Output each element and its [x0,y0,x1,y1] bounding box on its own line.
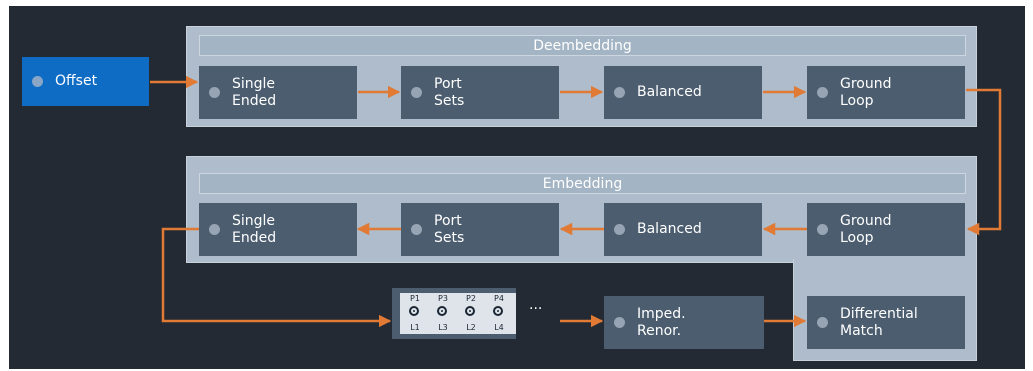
embedding-balanced-block[interactable]: Balanced [604,203,762,256]
block-label: Balanced [637,84,702,100]
block-label: Ground Loop [840,212,892,246]
deembedding-single-ended-block[interactable]: Single Ended [199,66,357,119]
status-dot-icon [209,224,220,235]
port-line: L1 [410,323,420,332]
differential-match-block[interactable]: Differential Match [807,296,965,349]
status-dot-icon [32,76,43,87]
deembedding-port-sets-block[interactable]: Port Sets [401,66,559,119]
port-connector: P3 L3 [434,293,462,334]
block-label: Imped. Renor. [637,305,686,339]
block-label: Balanced [637,221,702,237]
block-label: Differential Match [840,305,918,339]
arrow-deembed-to-embed [966,88,1002,236]
connector-jack-icon [409,306,419,316]
port-name: P3 [438,294,448,303]
port-line: L4 [494,323,504,332]
deembedding-ground-loop-block[interactable]: Ground Loop [807,66,965,119]
port-connector: P2 L2 [462,293,490,334]
port-name: P2 [466,294,476,303]
port-line: L2 [466,323,476,332]
block-label: Port Sets [434,212,465,246]
deembedding-header: Deembedding [199,35,966,56]
deembedding-balanced-block[interactable]: Balanced [604,66,762,119]
embedding-header: Embedding [199,173,966,194]
embedding-ground-loop-block[interactable]: Ground Loop [807,203,965,256]
offset-label: Offset [55,73,98,89]
port-layout-block[interactable]: P1 L1 P3 L3 P2 L2 P4 L4 [392,288,516,339]
port-connector-panel: P1 L1 P3 L3 P2 L2 P4 L4 [400,293,516,334]
port-name: P4 [494,294,504,303]
arrow-single-to-ports [161,227,392,328]
connector-jack-icon [437,306,447,316]
connector-jack-icon [493,306,503,316]
block-label: Ground Loop [840,75,892,109]
offset-block[interactable]: Offset [22,57,149,106]
status-dot-icon [411,224,422,235]
status-dot-icon [817,87,828,98]
imped-renor-block[interactable]: Imped. Renor. [604,296,764,349]
status-dot-icon [209,87,220,98]
block-label: Single Ended [232,212,277,246]
embedding-port-sets-block[interactable]: Port Sets [401,203,559,256]
port-connector: P1 L1 [406,293,434,334]
port-name: P1 [410,294,420,303]
status-dot-icon [817,224,828,235]
block-label: Single Ended [232,75,277,109]
port-line: L3 [438,323,448,332]
embedding-single-ended-block[interactable]: Single Ended [199,203,357,256]
status-dot-icon [614,317,625,328]
more-ellipsis: ... [529,297,543,313]
status-dot-icon [614,224,625,235]
status-dot-icon [411,87,422,98]
block-label: Port Sets [434,75,465,109]
connector-jack-icon [465,306,475,316]
port-connector: P4 L4 [490,293,518,334]
status-dot-icon [817,317,828,328]
status-dot-icon [614,87,625,98]
